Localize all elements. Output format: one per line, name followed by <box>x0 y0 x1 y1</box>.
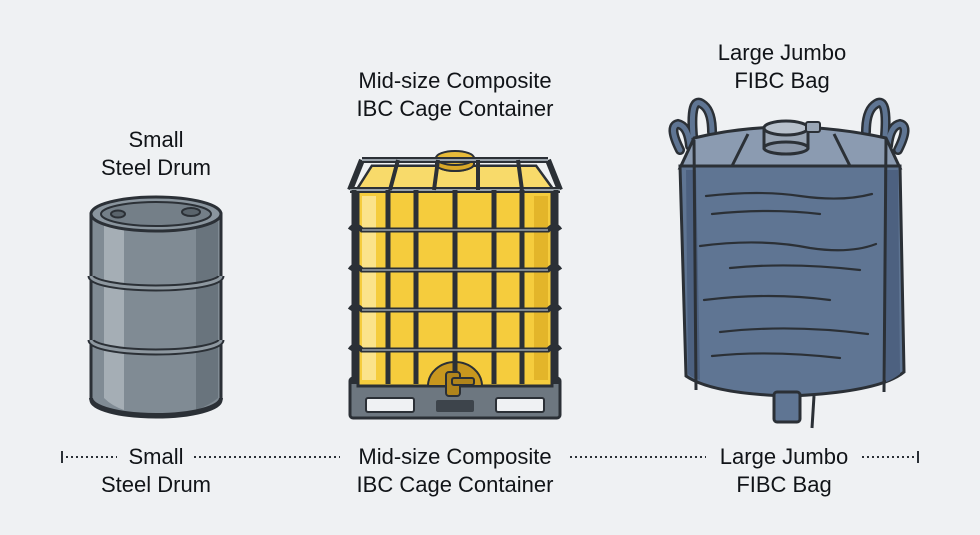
fibc-bottom-label: Large Jumbo FIBC Bag <box>684 443 884 499</box>
drum-top-label: Small Steel Drum <box>66 126 246 182</box>
ibc-tote-icon <box>347 150 563 420</box>
drum-bottom-label: Small Steel Drum <box>66 443 246 499</box>
drum-bottom-label-line-1: Small <box>128 444 184 469</box>
steel-drum-icon <box>87 195 225 419</box>
size-scale-line <box>61 451 919 463</box>
fibc-bag-icon <box>668 97 910 429</box>
fibc-top-label-line-2: FIBC Bag <box>734 68 830 93</box>
ibc-top-label-line-2: IBC Cage Container <box>356 96 554 121</box>
drum-top-label-line-2: Steel Drum <box>100 155 212 180</box>
fibc-bottom-label-line-1: Large Jumbo <box>719 444 849 469</box>
ibc-bottom-label-line-2: IBC Cage Container <box>356 472 554 497</box>
ibc-bottom-label-line-1: Mid-size Composite <box>358 444 552 469</box>
ibc-top-label: Mid-size Composite IBC Cage Container <box>325 67 585 123</box>
ibc-top-label-line-1: Mid-size Composite <box>358 68 552 93</box>
drum-top-label-line-1: Small <box>128 127 184 152</box>
fibc-top-label-line-1: Large Jumbo <box>717 40 847 65</box>
fibc-top-label: Large Jumbo FIBC Bag <box>682 39 882 95</box>
fibc-bottom-label-line-2: FIBC Bag <box>736 472 832 497</box>
drum-bottom-label-line-2: Steel Drum <box>100 472 212 497</box>
ibc-bottom-label: Mid-size Composite IBC Cage Container <box>325 443 585 499</box>
